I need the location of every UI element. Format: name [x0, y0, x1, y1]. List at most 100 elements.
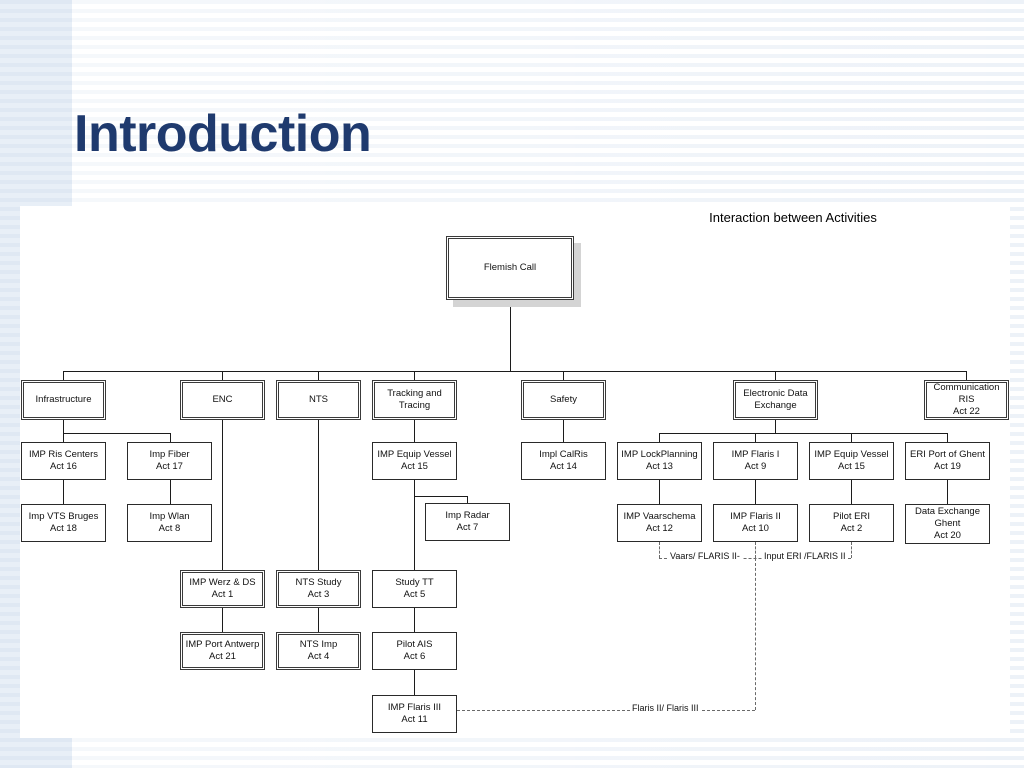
node-act: Act 11 — [401, 714, 428, 725]
node-act: Act 8 — [158, 523, 181, 534]
node-label-line2: Tracing — [398, 400, 431, 411]
node-data-exchange-ghent[interactable]: Data Exchange Ghent Act 20 — [905, 504, 990, 544]
node-communication-ris[interactable]: Communication RIS Act 22 — [924, 380, 1009, 420]
node-act: Act 14 — [550, 461, 577, 472]
diagram-title: Interaction between Activities — [709, 210, 877, 225]
node-imp-vaarschema[interactable]: IMP Vaarschema Act 12 — [617, 504, 702, 542]
node-flemish-call[interactable]: Flemish Call — [446, 236, 574, 300]
connector-tracking-to-equip-vessel — [414, 420, 415, 442]
node-label: Pilot ERI — [833, 511, 870, 523]
node-act: Act 1 — [211, 589, 234, 600]
node-label: ENC — [212, 394, 233, 406]
edge-label-input-eri: Input ERI /FLARIS II — [762, 551, 848, 561]
node-label: Flemish Call — [483, 262, 537, 274]
connector-equip-vessel-stem — [414, 480, 415, 496]
node-label: Infrastructure — [35, 394, 92, 406]
connector-eri-ghent-to-data-exchange — [947, 480, 948, 504]
node-imp-flaris-i[interactable]: IMP Flaris I Act 9 — [713, 442, 798, 480]
node-imp-flaris-iii[interactable]: IMP Flaris III Act 11 — [372, 695, 457, 733]
connector-flaris1-to-flaris2 — [755, 480, 756, 504]
node-act: Act 5 — [403, 589, 426, 600]
node-act: Act 9 — [744, 461, 767, 472]
node-act: Act 3 — [307, 589, 330, 600]
node-imp-equip-vessel-tracking[interactable]: IMP Equip Vessel Act 15 — [372, 442, 457, 480]
connector-ede-stem — [775, 420, 776, 433]
connector-infra-to-imp-fiber — [170, 433, 171, 442]
node-act: Act 12 — [646, 523, 673, 534]
connector-to-imp-radar — [467, 496, 468, 503]
org-chart: Interaction between Activities Flemish C… — [20, 206, 1010, 738]
node-label: Safety — [550, 394, 577, 406]
page-title: Introduction — [74, 105, 372, 163]
node-label-line2: RIS — [958, 394, 975, 406]
node-label-line2: Exchange — [754, 400, 797, 411]
node-act: Act 7 — [456, 522, 479, 533]
node-tracking-and-tracing[interactable]: Tracking and Tracing — [372, 380, 457, 420]
node-imp-lockplanning[interactable]: IMP LockPlanning Act 13 — [617, 442, 702, 480]
node-label: IMP LockPlanning — [621, 449, 698, 461]
node-label: Electronic Data — [743, 388, 808, 400]
node-infrastructure[interactable]: Infrastructure — [21, 380, 106, 420]
edge-label-flaris: Flaris II/ Flaris III — [630, 703, 701, 713]
node-label: IMP Werz & DS — [189, 577, 256, 589]
node-label: IMP Port Antwerp — [185, 639, 260, 651]
connector-equip-vessel-to-study-tt — [414, 496, 415, 570]
connector-ede-to-eri-ghent — [947, 433, 948, 442]
node-act: Act 20 — [934, 529, 961, 541]
node-safety[interactable]: Safety — [521, 380, 606, 420]
connector-enc-to-werz — [222, 420, 223, 570]
dashed-flaris3-link — [457, 710, 755, 711]
node-act: Act 6 — [403, 651, 426, 662]
node-imp-wlan[interactable]: Imp Wlan Act 8 — [127, 504, 212, 542]
node-label: Pilot AIS — [396, 639, 433, 651]
node-label: Data Exchange — [915, 506, 980, 518]
node-label: Imp Wlan — [149, 511, 190, 523]
node-nts-study[interactable]: NTS Study Act 3 — [276, 570, 361, 608]
node-electronic-data-exchange[interactable]: Electronic Data Exchange — [733, 380, 818, 420]
edge-label-vaars: Vaars/ FLARIS II- — [668, 551, 742, 561]
connector-safety-to-calris — [563, 420, 564, 442]
connector-bus-to-electronic-data-exchange — [775, 371, 776, 380]
connector-root-stem — [510, 300, 511, 371]
node-label: IMP Ris Centers — [29, 449, 98, 461]
node-imp-port-antwerp[interactable]: IMP Port Antwerp Act 21 — [180, 632, 265, 670]
connector-main-bus — [63, 371, 966, 372]
node-nts[interactable]: NTS — [276, 380, 361, 420]
connector-study-tt-to-pilot-ais — [414, 608, 415, 632]
node-act: Act 15 — [838, 461, 865, 472]
node-label: IMP Vaarschema — [623, 511, 696, 523]
node-imp-vts-bruges[interactable]: Imp VTS Bruges Act 18 — [21, 504, 106, 542]
node-act: Act 17 — [156, 461, 183, 472]
node-act: Act 4 — [307, 651, 330, 662]
connector-nts-study-to-nts-imp — [318, 608, 319, 632]
node-label: Study TT — [395, 577, 434, 589]
connector-bus-to-enc — [222, 371, 223, 380]
connector-ris-centers-to-vts — [63, 480, 64, 504]
node-act: Act 2 — [840, 523, 863, 534]
connector-infra-to-ris-centers — [63, 433, 64, 442]
node-pilot-eri[interactable]: Pilot ERI Act 2 — [809, 504, 894, 542]
connector-bus-to-safety — [563, 371, 564, 380]
connector-fiber-to-wlan — [170, 480, 171, 504]
node-imp-fiber[interactable]: Imp Fiber Act 17 — [127, 442, 212, 480]
node-act: Act 10 — [742, 523, 769, 534]
node-pilot-ais[interactable]: Pilot AIS Act 6 — [372, 632, 457, 670]
node-eri-port-of-ghent[interactable]: ERI Port of Ghent Act 19 — [905, 442, 990, 480]
node-label-line3: Act 22 — [953, 405, 980, 417]
node-act: Act 13 — [646, 461, 673, 472]
node-impl-calris[interactable]: Impl CalRis Act 14 — [521, 442, 606, 480]
node-label-line2: Ghent — [934, 518, 961, 530]
connector-bus-to-infrastructure — [63, 371, 64, 380]
connector-bus-to-communication-ris — [966, 371, 967, 380]
node-imp-werz-ds[interactable]: IMP Werz & DS Act 1 — [180, 570, 265, 608]
node-imp-radar[interactable]: Imp Radar Act 7 — [425, 503, 510, 541]
node-study-tt[interactable]: Study TT Act 5 — [372, 570, 457, 608]
node-nts-imp[interactable]: NTS Imp Act 4 — [276, 632, 361, 670]
node-imp-ris-centers[interactable]: IMP Ris Centers Act 16 — [21, 442, 106, 480]
connector-ede-to-flaris1 — [755, 433, 756, 442]
node-label: Imp Radar — [445, 510, 490, 522]
node-label: IMP Equip Vessel — [377, 449, 452, 461]
node-imp-flaris-ii[interactable]: IMP Flaris II Act 10 — [713, 504, 798, 542]
node-enc[interactable]: ENC — [180, 380, 265, 420]
node-imp-equip-vessel-ede[interactable]: IMP Equip Vessel Act 15 — [809, 442, 894, 480]
